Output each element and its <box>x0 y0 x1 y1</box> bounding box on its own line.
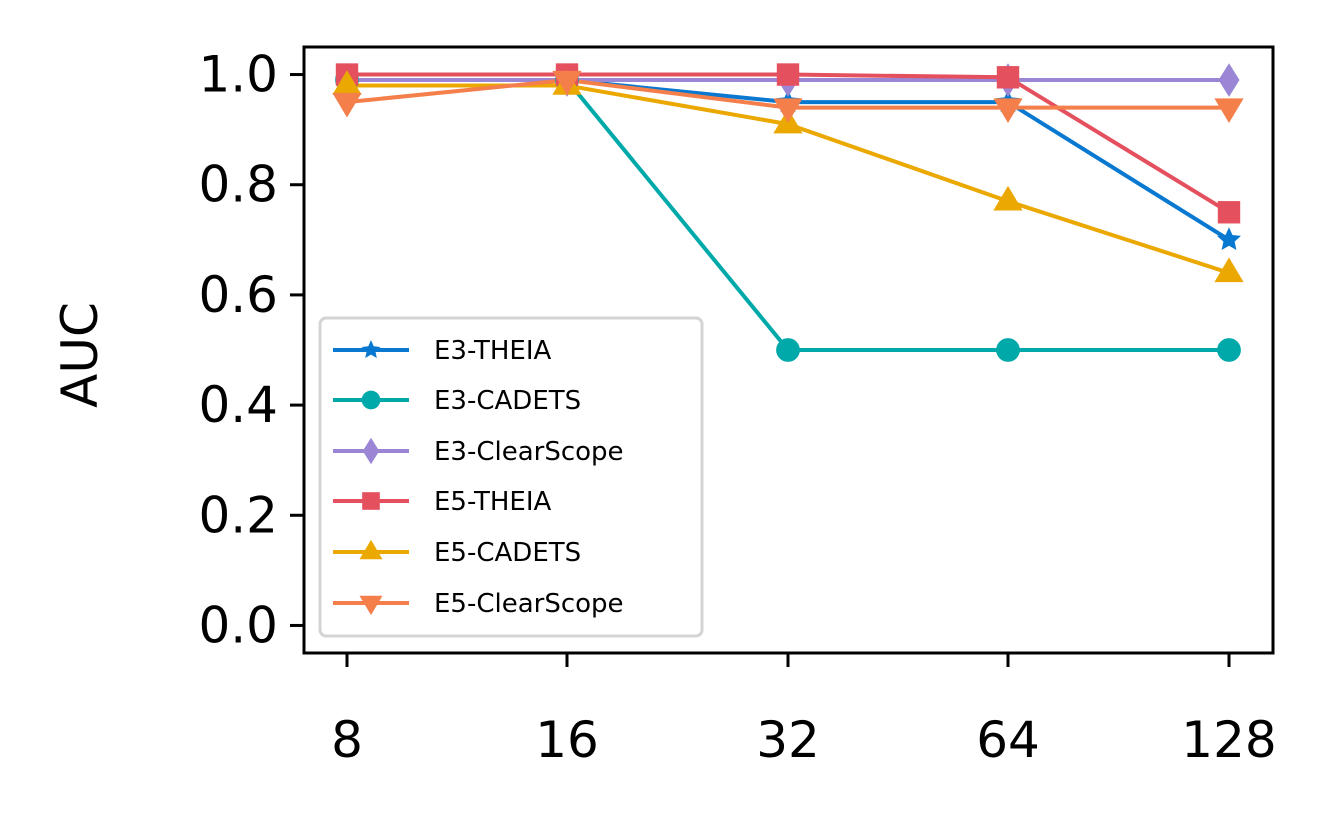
legend-marker-e3-cadets <box>361 390 381 410</box>
legend-marker-e5-clearscope <box>359 595 383 616</box>
legend-label: E5-CADETS <box>434 538 581 568</box>
y-axis-label: AUC <box>51 302 109 408</box>
series-markers-group <box>332 63 1244 362</box>
legend-box <box>318 316 704 638</box>
data-point-e3-cadets-128 <box>1217 338 1241 362</box>
legend-label: E5-ClearScope <box>434 589 624 619</box>
data-point-e5-theia-32 <box>776 63 800 86</box>
data-point-e5-theia-128 <box>1217 201 1241 224</box>
legend-marker-e3-theia <box>361 340 381 359</box>
data-point-e5-clearscope-8 <box>332 92 362 118</box>
data-point-e5-clearscope-16 <box>552 70 582 96</box>
y-tick-label: 0.0 <box>198 596 278 654</box>
data-point-e3-theia-128 <box>1217 227 1241 251</box>
data-point-e5-cadets-8 <box>332 70 362 95</box>
y-tick-label: 0.2 <box>198 486 278 544</box>
x-tick-label: 128 <box>1181 711 1276 769</box>
data-point-e3-cadets-64 <box>996 338 1020 362</box>
data-point-e5-clearscope-64 <box>993 98 1023 123</box>
data-point-e5-theia-64 <box>996 66 1020 89</box>
legend-label: E3-ClearScope <box>434 437 624 467</box>
x-tick-label: 8 <box>331 711 363 769</box>
y-tick-label: 1.0 <box>198 46 278 104</box>
legend-label: E5-THEIA <box>434 487 551 517</box>
legend-marker-e5-theia <box>362 492 380 510</box>
data-point-e5-clearscope-32 <box>773 98 803 123</box>
data-point-e5-cadets-128 <box>1214 257 1244 283</box>
y-tick-label: 0.6 <box>198 266 278 324</box>
y-tick-label: 0.8 <box>198 156 278 214</box>
legend-label: E3-CADETS <box>434 386 581 416</box>
legend-marker-e3-clearscope <box>362 437 380 465</box>
data-point-e5-cadets-64 <box>993 185 1023 211</box>
y-tick-label: 0.4 <box>198 376 278 434</box>
x-tick-label: 64 <box>976 711 1040 769</box>
data-point-e3-cadets-32 <box>776 338 800 362</box>
x-tick-label: 32 <box>756 711 820 769</box>
x-tick-label: 16 <box>535 711 599 769</box>
data-point-e3-clearscope-128 <box>1218 63 1240 97</box>
data-point-e5-clearscope-128 <box>1214 98 1244 123</box>
axes-group: 0.0 0.2 0.4 0.6 0.8 1.0 8 16 32 64 128 AUC <box>51 45 1277 769</box>
legend-marker-e5-cadets <box>359 539 383 560</box>
legend-label: E3-THEIA <box>434 336 551 366</box>
